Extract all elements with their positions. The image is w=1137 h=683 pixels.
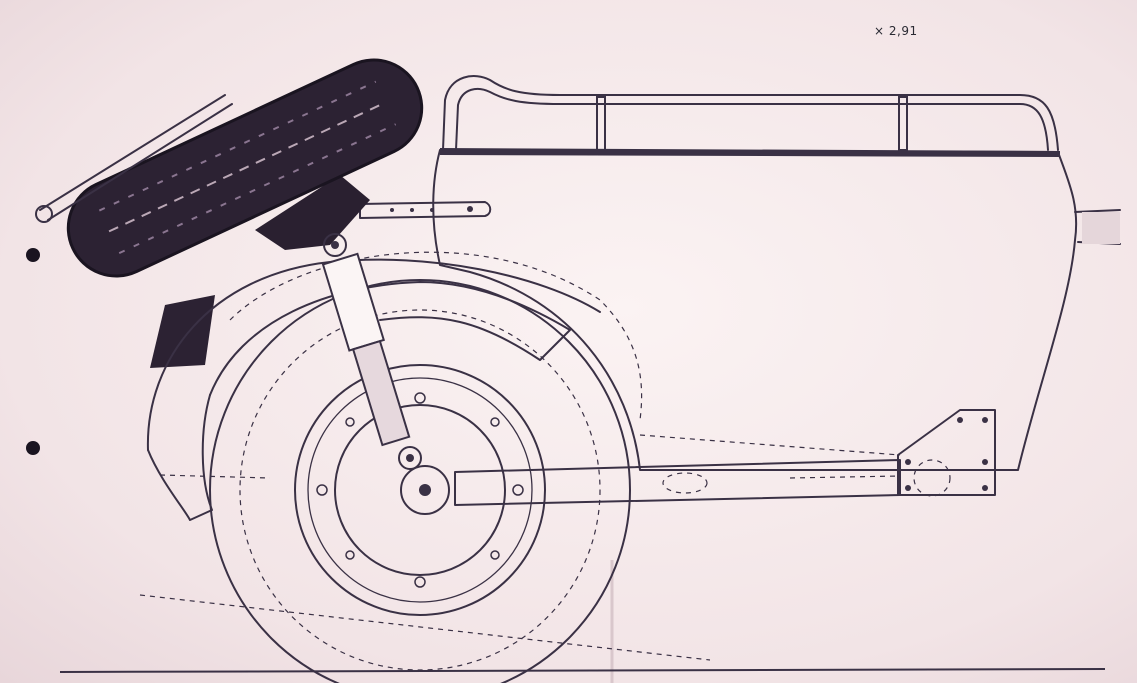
spare-tire bbox=[66, 58, 424, 278]
swing-arm-center-dash bbox=[789, 475, 901, 479]
mount-plate bbox=[359, 201, 492, 219]
axle-hub bbox=[400, 465, 450, 515]
punch-hole-bottom bbox=[26, 441, 40, 455]
luggage-rail bbox=[442, 75, 1059, 151]
punch-hole-top bbox=[26, 248, 40, 262]
shock-absorber bbox=[321, 252, 411, 447]
ground-dash-2 bbox=[139, 594, 711, 661]
wheel-hub bbox=[334, 404, 506, 576]
rail-post-1 bbox=[596, 96, 606, 151]
wheel-rim-outer bbox=[294, 364, 546, 616]
bottom-rule bbox=[59, 668, 1106, 673]
mudguard-lower bbox=[147, 394, 213, 521]
swingarm-dash bbox=[639, 434, 901, 456]
mudguard-inner bbox=[209, 281, 571, 396]
shock-top-eye bbox=[323, 233, 347, 257]
wheel-rim-inner bbox=[307, 377, 533, 603]
clamp-eye bbox=[35, 205, 53, 223]
pivot-bearing bbox=[913, 459, 951, 497]
pivot-bracket bbox=[897, 409, 996, 496]
wheel-bolts bbox=[316, 392, 524, 588]
swing-arm bbox=[454, 459, 901, 506]
shock-bottom-eye bbox=[398, 446, 422, 470]
luggage-rail-inner bbox=[455, 87, 1049, 151]
ground-dash-1 bbox=[159, 474, 271, 479]
wheel-tire-dashed bbox=[239, 309, 601, 671]
rear-lamp bbox=[150, 295, 215, 368]
rail-post-2 bbox=[898, 96, 908, 151]
tire-clamp-rod bbox=[39, 94, 233, 221]
swing-arm-slot bbox=[662, 472, 708, 494]
axle-stub-fill bbox=[1082, 212, 1120, 244]
body-top-edge bbox=[440, 148, 1060, 157]
scale-label: × 2,91 bbox=[874, 24, 918, 38]
tire-support bbox=[255, 175, 370, 250]
fender-dashed bbox=[229, 251, 643, 421]
wheel-tire bbox=[209, 279, 631, 683]
